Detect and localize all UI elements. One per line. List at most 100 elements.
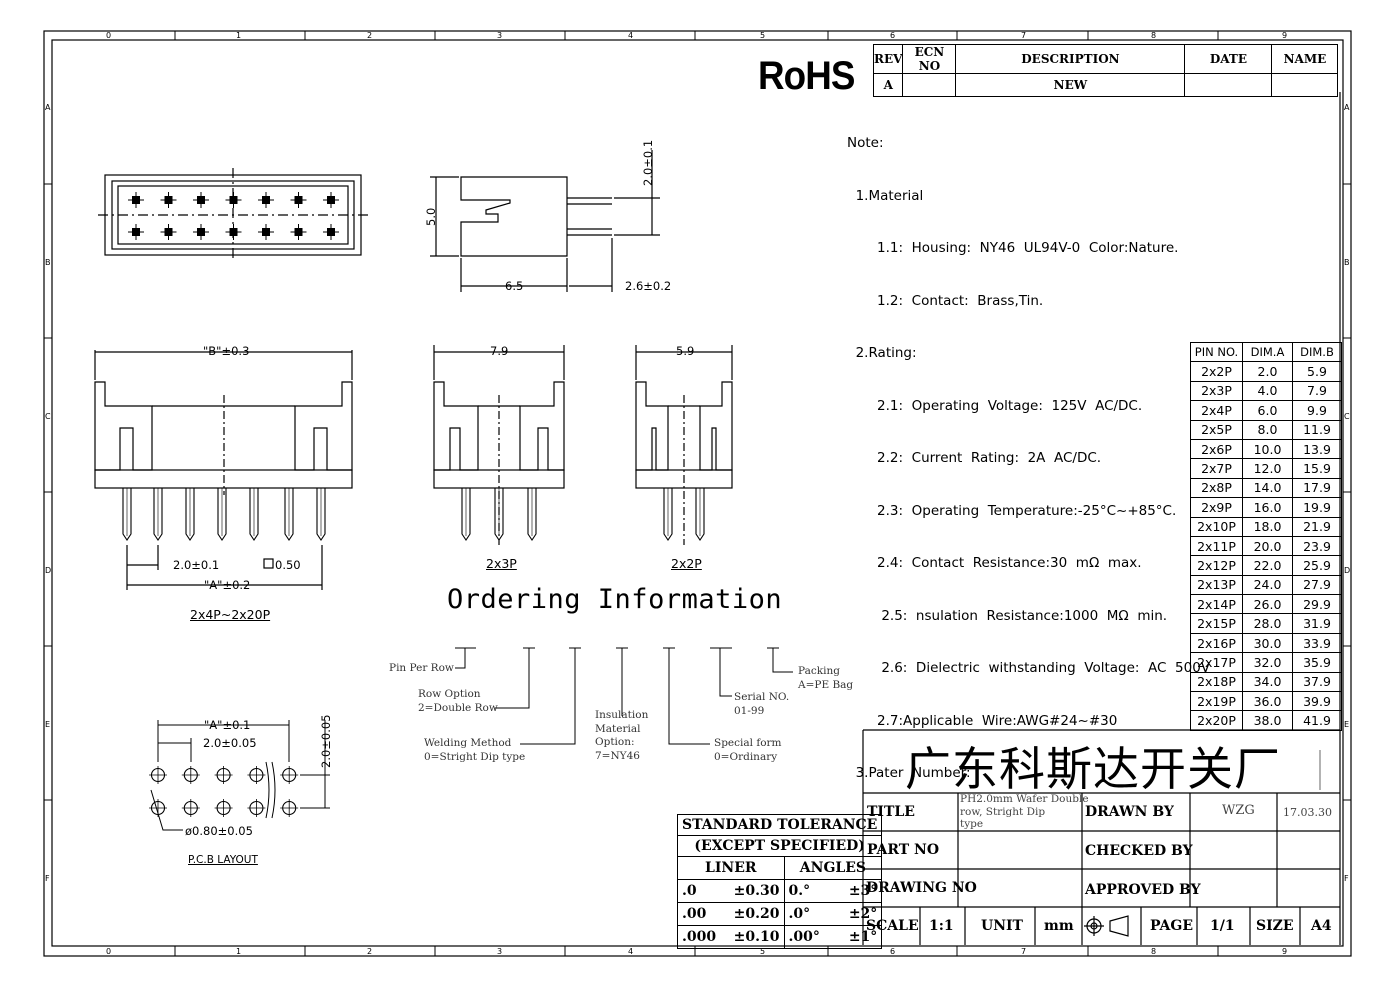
zone-label: C <box>1344 412 1350 421</box>
zone-label: E <box>1344 720 1350 729</box>
dim-a-cell: 18.0 <box>1242 516 1293 537</box>
page-value: 1/1 <box>1210 918 1235 934</box>
drawn-by-label: DRAWN BY <box>1085 804 1174 820</box>
front-view-2x3-pins <box>461 487 537 541</box>
ecn-header: ECN NO <box>902 44 957 74</box>
pin <box>249 487 259 541</box>
order-serial: Serial NO. 01-99 <box>734 691 790 717</box>
top-view <box>98 168 368 262</box>
dim-a-cell: 30.0 <box>1242 632 1293 654</box>
dim-a-cell: 2.0 <box>1242 361 1293 382</box>
pcb-hole <box>149 799 167 817</box>
description-header: DESCRIPTION <box>955 44 1186 74</box>
zone-label: 0 <box>106 947 112 956</box>
dim-label-2-6: 2.6±0.2 <box>625 279 672 293</box>
rev-value: A <box>872 73 904 97</box>
zone-label: 6 <box>890 947 896 956</box>
pin-square <box>323 192 339 208</box>
front-view-pins <box>122 487 326 541</box>
zone-label: 7 <box>1021 31 1027 40</box>
note-line: 2.6: Dielectric withstanding Voltage: AC… <box>847 660 1211 676</box>
order-row-option: Row Option 2=Double Row <box>418 688 498 714</box>
pin-square <box>323 224 339 240</box>
pin-no-cell: 2x10P <box>1190 516 1243 537</box>
pcb-layout <box>150 720 330 831</box>
dim-a-cell: 20.0 <box>1242 535 1293 557</box>
pcb-hole <box>280 766 299 784</box>
pin-square <box>290 224 307 240</box>
tol-cell: .00° <box>783 925 835 949</box>
dim-b-cell: 13.9 <box>1292 438 1342 460</box>
date-header: DATE <box>1184 44 1273 74</box>
pin-square <box>225 224 242 240</box>
pin-square <box>193 224 209 240</box>
tol-cell: ±0.20 <box>724 902 785 926</box>
pin-no-cell: 2x20P <box>1190 710 1243 731</box>
pin-no-cell: 2x12P <box>1190 555 1243 576</box>
name-header: NAME <box>1271 44 1339 74</box>
pin-no-cell: 2x3P <box>1190 380 1243 402</box>
front-view-2x2 <box>635 345 733 545</box>
dim-label-6-5: 6.5 <box>505 279 524 293</box>
pin-no-cell: 2x15P <box>1190 613 1243 634</box>
pin <box>122 487 132 541</box>
note-line: 1.Material <box>847 187 924 204</box>
note-line: 2.3: Operating Temperature:-25°C~+85°C. <box>847 502 1177 519</box>
checked-by-label: CHECKED BY <box>1085 843 1193 859</box>
note-line: 2.2: Current Rating: 2A AC/DC. <box>847 450 1102 466</box>
angles-header: ANGLES <box>783 856 883 880</box>
pin <box>217 487 227 541</box>
zone-label: D <box>1344 566 1351 575</box>
zone-label: B <box>45 258 51 267</box>
zone-label: 1 <box>236 947 242 956</box>
dim-a-cell: 14.0 <box>1242 477 1293 499</box>
zone-label: 4 <box>628 947 634 956</box>
view-label-2x3: 2x3P <box>486 556 517 571</box>
pcb-dim-row: 2.0±0.05 <box>319 714 333 768</box>
name-value <box>1271 73 1339 97</box>
tol-cell: .0° <box>783 902 835 926</box>
dim-b-cell: 25.9 <box>1292 555 1342 576</box>
dim-label-2-0: 2.0±0.1 <box>641 139 655 186</box>
liner-header: LINER <box>677 856 785 880</box>
description-value: NEW <box>955 73 1186 97</box>
dim-label-a: "A"±0.2 <box>204 578 251 592</box>
size-label: SIZE <box>1256 918 1294 934</box>
title-label: TITLE <box>867 804 915 820</box>
pcb-hole <box>181 799 200 817</box>
view-label-2x4: 2x4P~2x20P <box>190 607 271 622</box>
note-line: Note: <box>847 135 884 151</box>
dim-a-cell: 24.0 <box>1242 574 1293 596</box>
note-line: 2.5: nsulation Resistance:1000 MΩ min. <box>847 607 1168 624</box>
zone-label: 0 <box>106 31 112 40</box>
ordering-title: Ordering Information <box>447 584 783 615</box>
tol-cell: ±2° <box>834 902 883 926</box>
pin <box>695 487 705 541</box>
order-welding: Welding Method 0=Stright Dip type <box>424 737 526 763</box>
pin-no-cell: 2x4P <box>1190 400 1243 421</box>
tol-cell: .0 <box>677 879 725 903</box>
dim-label-5-0: 5.0 <box>424 207 438 226</box>
dim-b-cell: 17.9 <box>1292 477 1342 499</box>
pin-no-header: PIN NO. <box>1190 341 1243 363</box>
note-line: 3.Pater Number: <box>847 765 971 781</box>
dim-b-cell: 31.9 <box>1292 613 1342 634</box>
company-name: 广东科斯达开关厂 <box>905 742 1281 796</box>
dim-b-cell: 35.9 <box>1292 652 1342 673</box>
pin-square <box>160 224 177 240</box>
note-line: 2.1: Operating Voltage: 125V AC/DC. <box>847 397 1143 414</box>
dim-a-cell: 28.0 <box>1242 613 1293 634</box>
zone-label: C <box>45 412 51 421</box>
dim-b-cell: 37.9 <box>1292 671 1342 693</box>
dim-a-cell: 6.0 <box>1242 400 1293 421</box>
pcb-hole <box>280 799 299 817</box>
dim-b-cell: 33.9 <box>1292 632 1342 654</box>
